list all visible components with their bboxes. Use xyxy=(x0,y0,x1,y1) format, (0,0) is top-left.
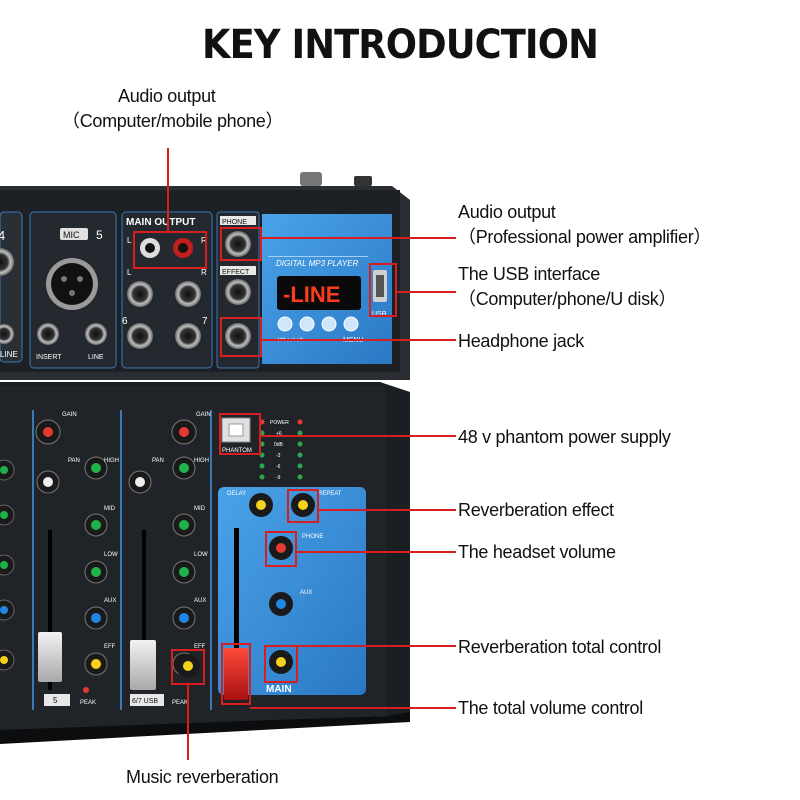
svg-text:-9: -9 xyxy=(276,475,281,481)
callout-phantom-power: 48 v phantom power supply xyxy=(458,427,671,447)
svg-text:5: 5 xyxy=(53,696,58,705)
callout-audio-output-computer: Audio output （Computer/mobile phone） xyxy=(62,86,284,131)
svg-text:R: R xyxy=(201,268,207,277)
callout-box-usb xyxy=(369,263,397,317)
phone-effect-column: PHONE EFFECT xyxy=(216,211,260,369)
svg-text:AUX: AUX xyxy=(194,598,206,604)
svg-text:-6: -6 xyxy=(276,464,281,470)
svg-text:GAIN: GAIN xyxy=(62,412,77,418)
svg-text:L: L xyxy=(127,236,132,245)
svg-text:PEAK: PEAK xyxy=(172,700,188,706)
svg-text:7: 7 xyxy=(202,316,208,327)
main-output-label: MAIN OUTPUT xyxy=(126,217,195,228)
callout-reverb-total: Reverberation total control xyxy=(458,637,662,657)
svg-text:EFFECT: EFFECT xyxy=(222,269,250,276)
callout-usb-interface: The USB interface （Computer/phone/U disk… xyxy=(458,264,677,309)
callout-box-rca xyxy=(133,231,207,269)
svg-text:LOW: LOW xyxy=(194,552,208,558)
svg-text:EFF: EFF xyxy=(104,644,116,650)
svg-text:PHONE: PHONE xyxy=(222,219,247,226)
svg-text:LOW: LOW xyxy=(104,552,118,558)
svg-text:AUX: AUX xyxy=(104,598,116,604)
callout-box-headphone xyxy=(220,317,262,357)
phantom-led-section: PHANTOM POWER +6 0dB -3 -6 -9 xyxy=(221,417,303,481)
svg-text:POWER: POWER xyxy=(270,420,289,426)
callout-box-headset xyxy=(265,531,297,567)
ch4-label: 4 xyxy=(0,228,5,243)
svg-text:AUX: AUX xyxy=(300,590,312,596)
svg-text:MID: MID xyxy=(104,506,116,512)
ch5-label: 5 xyxy=(96,228,103,242)
svg-text:REPEAT: REPEAT xyxy=(318,491,342,497)
channel-4-panel: 4 LINE xyxy=(0,211,23,363)
callouts xyxy=(133,148,456,760)
main-output-panel: MAIN OUTPUT L R L R 6 7 xyxy=(121,211,213,369)
callout-music-reverb: Music reverberation xyxy=(126,767,279,787)
svg-text:-3: -3 xyxy=(276,453,281,459)
callout-box-phantom xyxy=(219,413,261,455)
mic-label: MIC xyxy=(63,230,80,240)
svg-text:+6: +6 xyxy=(276,431,282,437)
callout-total-volume: The total volume control xyxy=(458,698,643,718)
svg-text:EFF: EFF xyxy=(194,644,206,650)
svg-text:GAIN: GAIN xyxy=(196,412,211,418)
mp3-display: -LINE xyxy=(283,282,340,307)
callout-headphone-jack: Headphone jack xyxy=(458,331,584,351)
svg-text:0dB: 0dB xyxy=(274,442,284,448)
callout-box-reverb-total xyxy=(264,645,298,683)
svg-text:MAIN: MAIN xyxy=(266,684,292,695)
callout-reverb-effect: Reverberation effect xyxy=(458,500,614,520)
mic5-panel: MIC 5 INSERT LINE xyxy=(29,211,117,369)
svg-text:R: R xyxy=(201,236,207,245)
callout-headset-volume: The headset volume xyxy=(458,542,616,562)
callout-box-reverb-effect xyxy=(287,489,319,523)
callout-box-phone xyxy=(220,227,262,261)
svg-text:PEAK: PEAK xyxy=(80,700,96,706)
main-effects-panel: DELAY REPEAT PHONE AUX MAIN xyxy=(218,487,366,700)
callout-audio-output-amp: Audio output （Professional power amplifi… xyxy=(458,202,712,247)
svg-text:PHONE: PHONE xyxy=(302,534,323,540)
line-label-1: LINE xyxy=(0,350,18,359)
page-title: KEY INTRODUCTION xyxy=(202,22,599,68)
line-label-2: LINE xyxy=(88,354,104,361)
svg-text:6/7 USB: 6/7 USB xyxy=(132,698,158,705)
svg-text:MID: MID xyxy=(194,506,206,512)
insert-label: INSERT xyxy=(36,354,62,361)
mp3-title: DIGITAL MP3 PLAYER xyxy=(276,259,358,268)
callout-box-total-volume xyxy=(221,643,251,705)
channel-strips: GAIN PAN HIGH MID LOW AUX EFF 5 PEAK GAI… xyxy=(0,410,212,710)
svg-text:6: 6 xyxy=(122,316,128,327)
svg-text:PHANTOM: PHANTOM xyxy=(222,448,252,454)
svg-text:L: L xyxy=(127,268,132,277)
svg-text:HIGH: HIGH xyxy=(104,458,119,464)
svg-text:HIGH: HIGH xyxy=(194,458,209,464)
mp3-player-panel: DIGITAL MP3 PLAYER -LINE USB ⏮ ⏭ ⏯ MENU xyxy=(262,214,392,364)
svg-text:DELAY: DELAY xyxy=(227,491,246,497)
svg-text:USB: USB xyxy=(372,311,387,318)
svg-text:PAN: PAN xyxy=(152,458,164,464)
svg-text:PAN: PAN xyxy=(68,458,80,464)
